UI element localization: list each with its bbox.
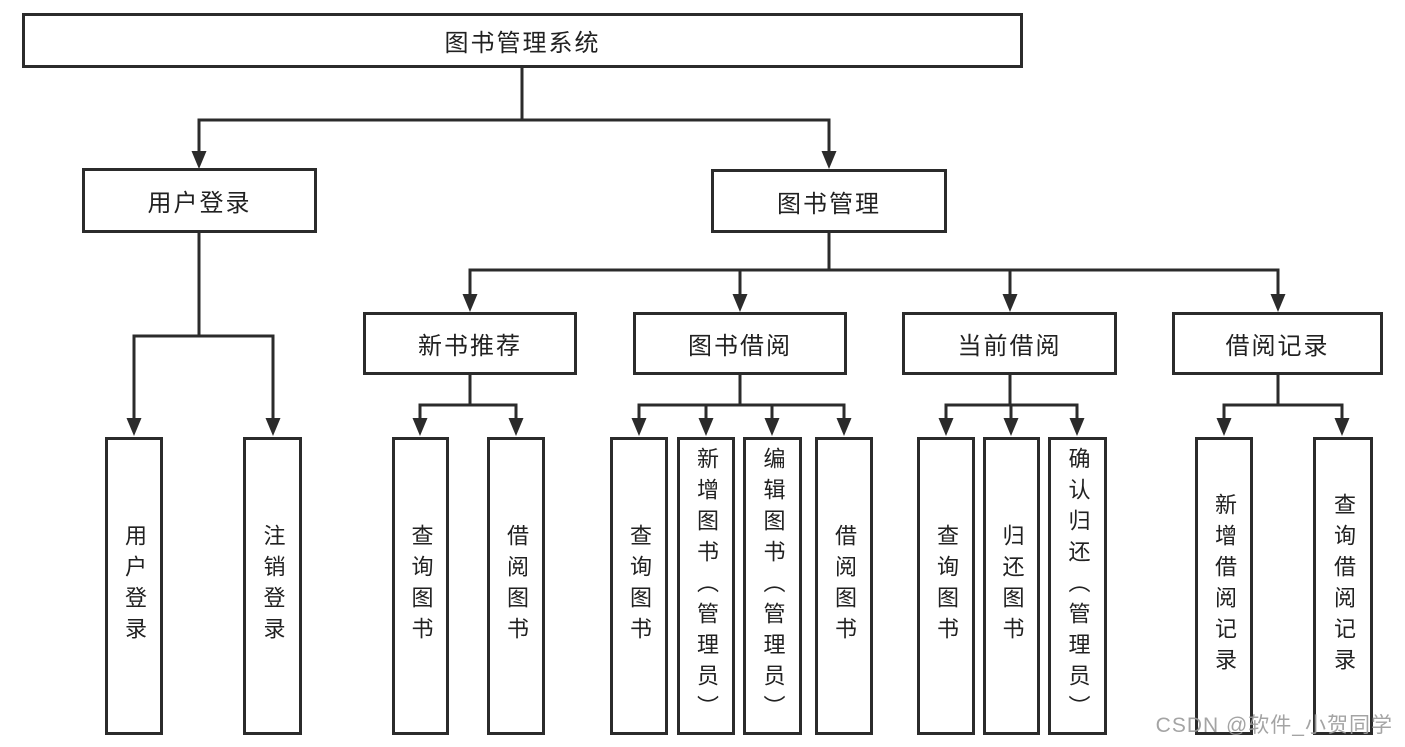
node-current-query-books: 查询图书: [917, 437, 975, 735]
node-label: 查询借阅记录: [1331, 493, 1356, 679]
node-label: 查询图书: [934, 524, 959, 648]
node-current-borrow: 当前借阅: [902, 312, 1117, 375]
node-current-return-books: 归还图书: [983, 437, 1040, 735]
arrowheads: [126, 151, 1350, 436]
node-label: 新增图书（管理员）: [694, 446, 719, 726]
node-label: 新增借阅记录: [1212, 493, 1237, 679]
node-label: 查询图书: [408, 524, 434, 648]
node-login-logout: 注销登录: [243, 437, 302, 735]
node-user-login: 用户登录: [82, 168, 317, 233]
node-borrow-add-books-admin: 新增图书（管理员）: [677, 437, 735, 735]
node-login-user-login: 用户登录: [105, 437, 163, 735]
node-borrow-records: 借阅记录: [1172, 312, 1383, 375]
node-records-query-record: 查询借阅记录: [1313, 437, 1373, 735]
node-label: 编辑图书（管理员）: [760, 446, 786, 726]
node-label: 归还图书: [999, 524, 1025, 648]
node-book-borrow: 图书借阅: [633, 312, 847, 375]
node-borrow-borrow-books: 借阅图书: [815, 437, 873, 735]
node-recommend-borrow-books: 借阅图书: [487, 437, 545, 735]
node-records-add-record: 新增借阅记录: [1195, 437, 1253, 735]
node-label: 借阅图书: [832, 524, 857, 648]
node-book-management: 图书管理: [711, 169, 947, 233]
node-label: 借阅图书: [504, 524, 529, 648]
node-borrow-query-books: 查询图书: [610, 437, 668, 735]
node-label: 注销登录: [260, 524, 286, 648]
node-label: 查询图书: [627, 524, 652, 648]
node-recommend-query-books: 查询图书: [392, 437, 449, 735]
node-label: 用户登录: [122, 524, 147, 648]
node-borrow-edit-books-admin: 编辑图书（管理员）: [743, 437, 802, 735]
node-label: 确认归还（管理员）: [1065, 446, 1091, 726]
node-new-book-recommend: 新书推荐: [363, 312, 577, 375]
node-current-confirm-return-admin: 确认归还（管理员）: [1048, 437, 1107, 735]
node-library-system: 图书管理系统: [22, 13, 1023, 68]
